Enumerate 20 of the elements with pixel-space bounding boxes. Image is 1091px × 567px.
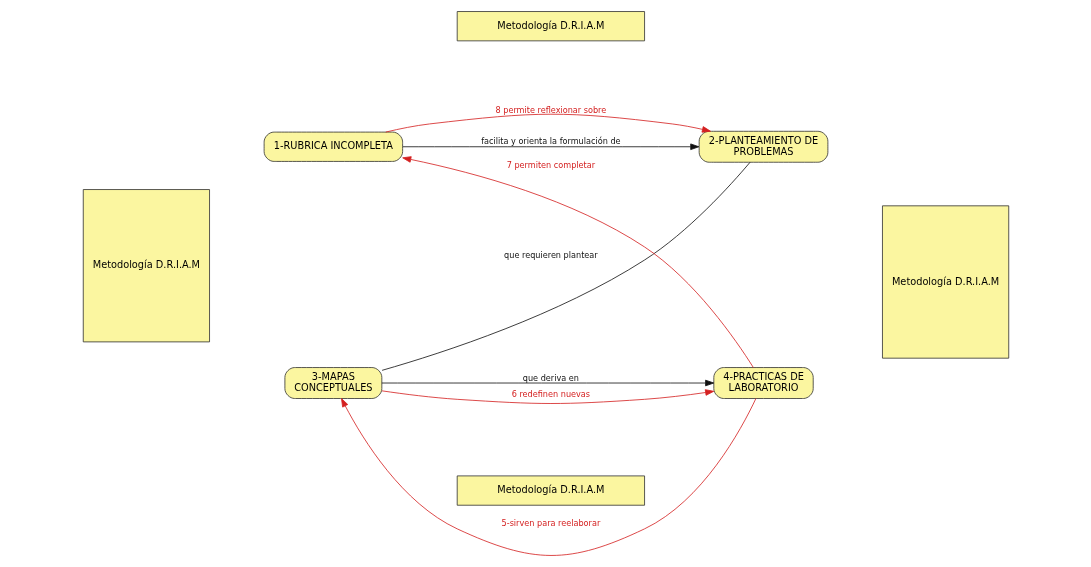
node-box: Metodología D.R.I.A.M <box>456 11 645 42</box>
arrow <box>401 143 699 150</box>
edge-label: 7 permiten completar <box>506 159 595 170</box>
arrow <box>380 379 714 387</box>
node-box: 1-RUBRICA INCOMPLETA <box>263 131 403 162</box>
node-box: Metodología D.R.I.A.M <box>82 189 210 343</box>
node-box: Metodología D.R.I.A.M <box>881 205 1009 359</box>
edge-label: que deriva en <box>522 372 579 383</box>
node-box: 4-PRACTICAS DE LABORATORIO <box>712 367 814 399</box>
edge-label: facilita y orienta la formulación de <box>480 136 621 147</box>
edge-label: 6 redefinen nuevas <box>511 388 590 399</box>
arrow <box>384 113 711 133</box>
arrow <box>340 398 756 556</box>
node-box: Metodología D.R.I.A.M <box>456 475 645 506</box>
edge-label: 8 permite reflexionar sobre <box>494 104 606 115</box>
edge-label: que requieren plantear <box>503 249 598 260</box>
arrow <box>381 389 714 404</box>
edge-label: 5-sirven para reelaborar <box>501 518 600 529</box>
node-box: 2-PLANTEAMIENTO DE PROBLEMAS <box>698 130 828 163</box>
node-box: 3-MAPAS CONCEPTUALES <box>284 367 382 399</box>
